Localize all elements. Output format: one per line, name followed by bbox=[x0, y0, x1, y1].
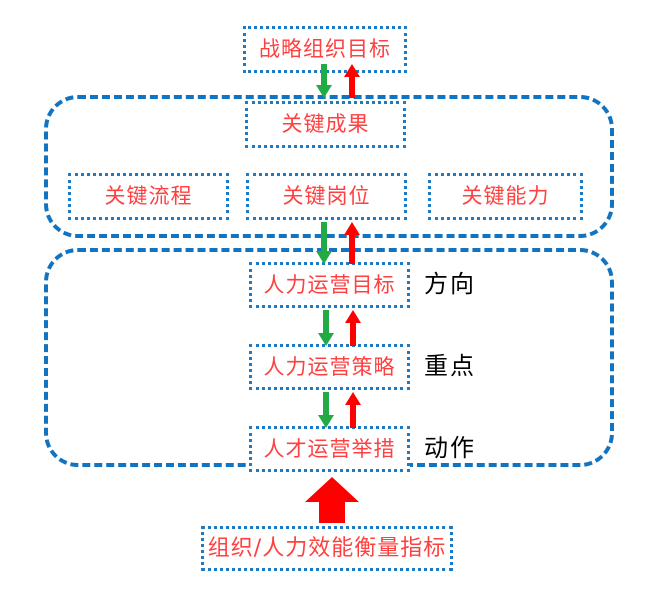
arrow-down-green-top bbox=[316, 64, 332, 98]
node-key-process[interactable]: 关键流程 bbox=[68, 173, 229, 220]
node-label: 关键岗位 bbox=[282, 184, 371, 208]
side-label-text: 动作 bbox=[424, 434, 476, 462]
node-key-capability[interactable]: 关键能力 bbox=[428, 173, 583, 220]
arrow-down-green-mid bbox=[316, 222, 332, 264]
block-arrow-up-red bbox=[305, 477, 359, 523]
side-label-text: 重点 bbox=[424, 352, 476, 380]
node-key-position[interactable]: 关键岗位 bbox=[246, 173, 407, 220]
node-label: 关键能力 bbox=[461, 184, 550, 208]
node-label: 战略组织目标 bbox=[259, 37, 391, 61]
arrow-up-red-top bbox=[344, 64, 360, 98]
node-label: 人力运营策略 bbox=[263, 354, 396, 379]
side-label-focus: 重点 bbox=[424, 354, 476, 378]
node-label: 人力运营目标 bbox=[263, 272, 396, 297]
node-hr-operation-goal[interactable]: 人力运营目标 bbox=[249, 262, 410, 308]
side-label-direction: 方向 bbox=[424, 272, 476, 296]
node-talent-operation-measures[interactable]: 人才运营举措 bbox=[249, 426, 410, 472]
arrow-down-green-row2 bbox=[318, 392, 334, 428]
side-label-text: 方向 bbox=[424, 270, 476, 298]
arrow-up-red-mid bbox=[344, 222, 360, 264]
arrow-up-red-row2 bbox=[345, 392, 361, 428]
node-label: 组织/人力效能衡量指标 bbox=[207, 535, 447, 561]
arrow-up-red-row1 bbox=[345, 310, 361, 346]
node-key-result[interactable]: 关键成果 bbox=[245, 101, 406, 148]
node-label: 关键成果 bbox=[281, 112, 370, 136]
node-label: 关键流程 bbox=[104, 184, 193, 208]
node-hr-operation-strategy[interactable]: 人力运营策略 bbox=[249, 344, 410, 390]
arrow-down-green-row1 bbox=[318, 310, 334, 346]
node-efficiency-metrics[interactable]: 组织/人力效能衡量指标 bbox=[201, 526, 453, 571]
container-key-elements bbox=[44, 95, 614, 238]
node-label: 人才运营举措 bbox=[263, 436, 396, 461]
side-label-action: 动作 bbox=[424, 436, 476, 460]
